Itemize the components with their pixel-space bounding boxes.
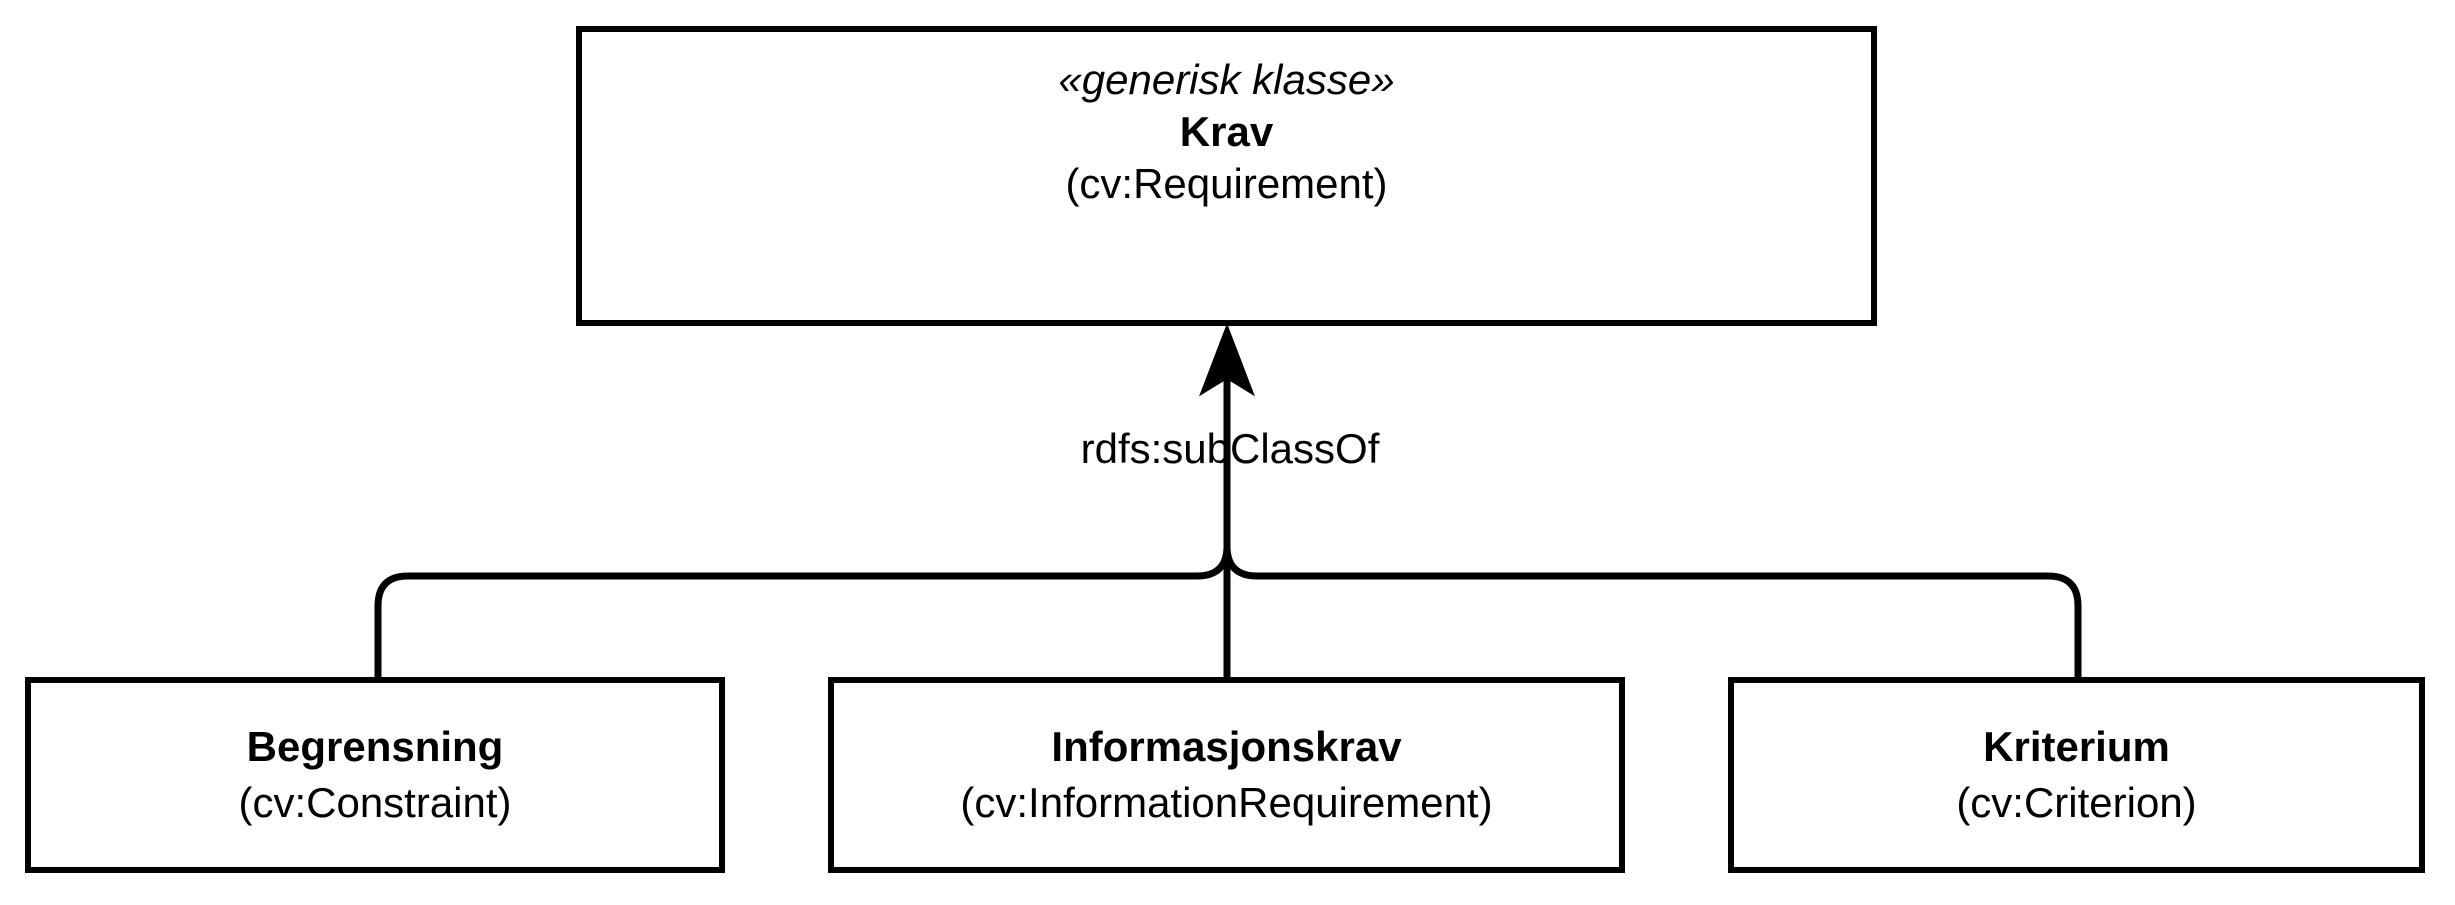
edge-label-subclassof: rdfs:subClassOf (1080, 425, 1380, 472)
class-box-begrensning[interactable]: Begrensning (cv:Constraint) (25, 677, 725, 873)
class-name-kriterium: Kriterium (1983, 723, 2170, 770)
generalization-arrow-icon (1199, 323, 1255, 397)
class-uri-begrensning: (cv:Constraint) (238, 779, 512, 826)
class-box-krav[interactable]: «generisk klasse» Krav (cv:Requirement) (576, 26, 1877, 326)
distribution-line (374, 545, 2082, 677)
class-box-informasjonskrav[interactable]: Informasjonskrav (cv:InformationRequirem… (828, 677, 1625, 873)
class-name-begrensning: Begrensning (246, 723, 504, 770)
class-uri-kriterium: (cv:Criterion) (1956, 779, 2197, 826)
class-name-informasjonskrav: Informasjonskrav (1051, 723, 1402, 770)
class-stereotype: «generisk klasse» (1058, 56, 1395, 103)
class-uri-informasjonskrav: (cv:InformationRequirement) (960, 779, 1493, 826)
class-box-kriterium[interactable]: Kriterium (cv:Criterion) (1728, 677, 2425, 873)
class-name-krav: Krav (1179, 108, 1274, 155)
class-uri-krav: (cv:Requirement) (1065, 160, 1388, 207)
